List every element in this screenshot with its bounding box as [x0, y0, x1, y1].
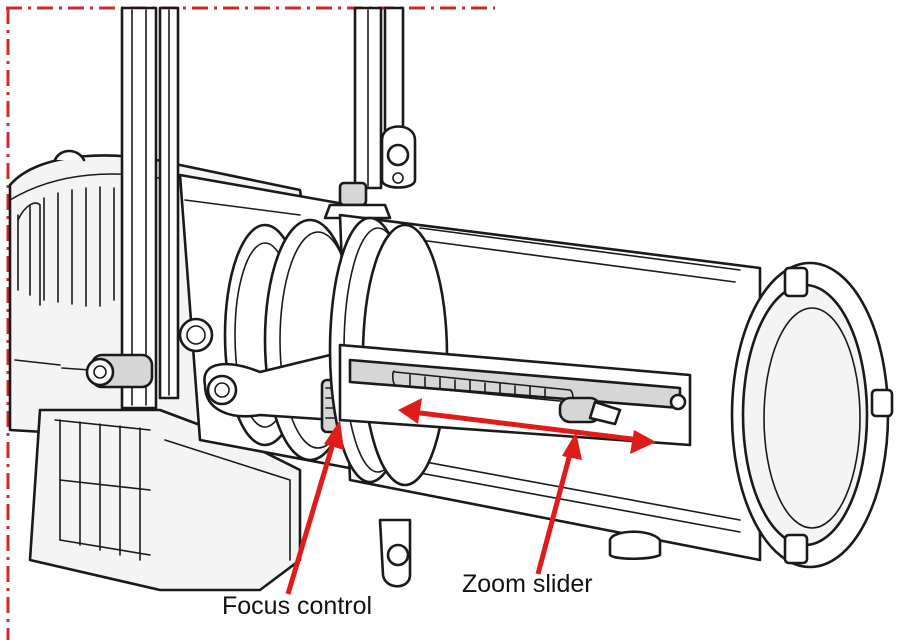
zoom-slider-label: Zoom slider [462, 570, 593, 598]
zoom-slider-knob [558, 396, 622, 426]
bottom-bracket [378, 518, 662, 588]
yoke-lock-knob [85, 353, 154, 389]
ballast-block [28, 408, 302, 592]
dash-dot-frame [6, 6, 495, 640]
focus-control-label: Focus control [222, 592, 373, 620]
yoke-left-arm [120, 6, 180, 410]
zoom-slider-leader-arrow [535, 432, 582, 575]
focus-control-leader-arrow [285, 420, 344, 595]
zoom-direction-arrow [398, 398, 656, 454]
front-lens-ring [730, 261, 894, 569]
yoke-right-arm [353, 6, 417, 190]
